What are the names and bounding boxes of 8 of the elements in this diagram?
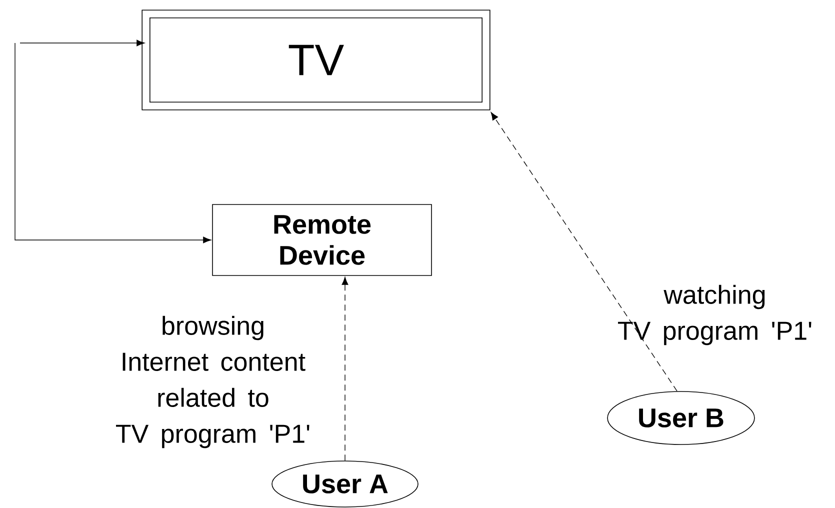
arrow [20, 40, 145, 46]
device-box: Remote Device [212, 204, 432, 276]
arrow [342, 276, 348, 461]
edge-label: watching TV program 'P1' [618, 284, 812, 346]
arrow [14, 42, 212, 244]
tv-box: TV [142, 10, 490, 110]
arrow [490, 112, 678, 392]
edge-label: browsing Internet content related to TV program 'P1' [116, 316, 310, 448]
